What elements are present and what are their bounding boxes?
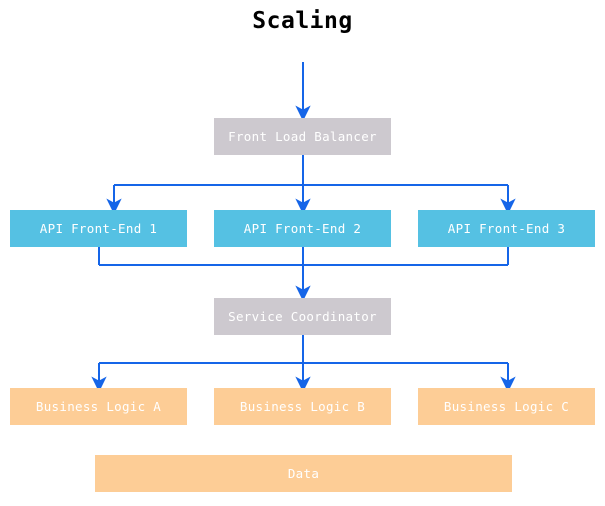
node-business-logic-a[interactable]: Business Logic A: [10, 388, 187, 425]
node-service-coordinator[interactable]: Service Coordinator: [214, 298, 391, 335]
node-api-front-end-2[interactable]: API Front-End 2: [214, 210, 391, 247]
node-data[interactable]: Data: [95, 455, 512, 492]
node-business-logic-c[interactable]: Business Logic C: [418, 388, 595, 425]
node-api-front-end-3[interactable]: API Front-End 3: [418, 210, 595, 247]
diagram-title: Scaling: [252, 8, 353, 34]
node-api-front-end-1[interactable]: API Front-End 1: [10, 210, 187, 247]
node-front-load-balancer[interactable]: Front Load Balancer: [214, 118, 391, 155]
node-business-logic-b[interactable]: Business Logic B: [214, 388, 391, 425]
